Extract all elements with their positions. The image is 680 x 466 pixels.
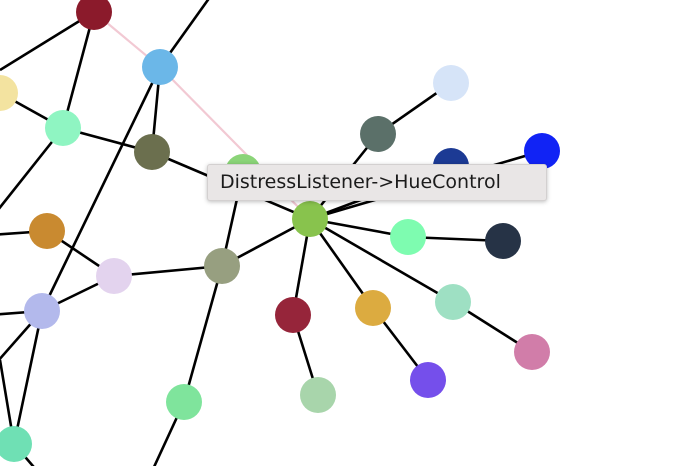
graph-node[interactable]	[96, 258, 132, 294]
graph-edge-offscreen	[0, 10, 95, 72]
graph-edge[interactable]	[182, 265, 224, 403]
graph-node[interactable]	[29, 213, 65, 249]
graph-edge[interactable]	[113, 264, 223, 278]
graph-edge-offscreen	[0, 127, 65, 210]
graph-node[interactable]	[0, 75, 18, 111]
graph-node[interactable]	[390, 219, 426, 255]
graph-node[interactable]	[134, 134, 170, 170]
edge-tooltip: DistressListener->HueControl	[207, 164, 547, 201]
graph-edge[interactable]	[61, 11, 96, 129]
graph-edge[interactable]	[40, 66, 162, 312]
graph-node[interactable]	[204, 248, 240, 284]
graph-node[interactable]	[142, 49, 178, 85]
graph-node[interactable]	[485, 223, 521, 259]
graph-node[interactable]	[275, 297, 311, 333]
graph-node[interactable]	[0, 426, 32, 462]
graph-edge[interactable]	[308, 218, 375, 309]
graph-node[interactable]	[292, 201, 328, 237]
graph-node[interactable]	[360, 116, 396, 152]
node-layer	[0, 0, 560, 462]
graph-node[interactable]	[433, 65, 469, 101]
graph-node[interactable]	[410, 362, 446, 398]
graph-node[interactable]	[45, 110, 81, 146]
graph-node[interactable]	[514, 334, 550, 370]
graph-edge[interactable]	[309, 217, 454, 304]
graph-node[interactable]	[24, 293, 60, 329]
graph-node[interactable]	[355, 290, 391, 326]
graph-node[interactable]	[300, 377, 336, 413]
graph-node[interactable]	[524, 133, 560, 169]
graph-node[interactable]	[76, 0, 112, 30]
graph-node[interactable]	[435, 284, 471, 320]
graph-node[interactable]	[166, 384, 202, 420]
graph-edge[interactable]	[12, 310, 44, 445]
